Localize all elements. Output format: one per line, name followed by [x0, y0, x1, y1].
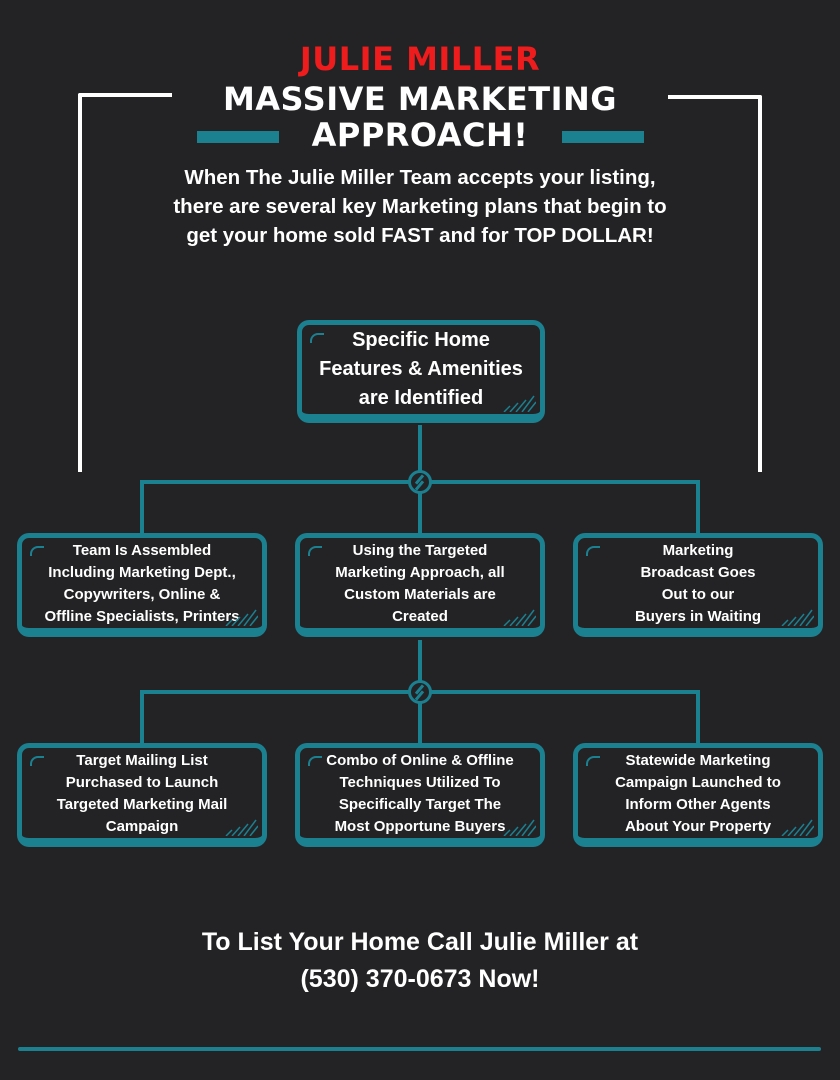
circle-slash-node-icon — [408, 470, 432, 494]
box-text-line: Target Mailing List — [76, 752, 208, 769]
right-frame-bracket — [668, 95, 762, 472]
box-text-line: Team Is Assembled — [72, 542, 212, 559]
box-text-line: Combo of Online & Offline — [326, 752, 514, 769]
box-text-line: are Identified — [358, 387, 484, 409]
box-text-line: Campaign — [105, 818, 179, 835]
left-frame-bracket — [78, 93, 172, 472]
corner-accent-icon — [310, 333, 324, 343]
box-text-line: Marketing Approach, all — [335, 564, 505, 581]
level3-box-techniques: Combo of Online & Offline Techniques Uti… — [295, 743, 545, 847]
box-text-line: Most Opportune Buyers — [334, 818, 506, 835]
connector-level3-right-drop — [696, 690, 700, 746]
box-text-line: Out to our — [661, 586, 735, 603]
corner-accent-icon — [308, 546, 322, 556]
call-to-action: To List Your Home Call Julie Miller at (… — [0, 924, 840, 998]
hatch-lines-icon — [503, 609, 536, 626]
box-text-line: Targeted Marketing Mail — [56, 796, 228, 813]
box-text-line: Buyers in Waiting — [634, 608, 762, 625]
box-text-line: Inform Other Agents — [625, 796, 771, 813]
intro-line: When The Julie Miller Team accepts your … — [184, 166, 656, 189]
box-text-line: Offline Specialists, Printers — [44, 608, 240, 625]
intro-paragraph: When The Julie Miller Team accepts your … — [0, 163, 840, 250]
box-text-line: Broadcast Goes — [640, 564, 756, 581]
title-dash-left — [197, 131, 279, 143]
corner-accent-icon — [586, 546, 600, 556]
box-text-line: Techniques Utilized To — [339, 774, 501, 791]
box-text-line: Including Marketing Dept., — [48, 564, 236, 581]
hatch-lines-icon — [225, 819, 258, 836]
box-text-line: Custom Materials are — [344, 586, 496, 603]
agent-name-heading: JULIE MILLER — [299, 40, 541, 78]
box-text-line: Statewide Marketing — [625, 752, 771, 769]
corner-accent-icon — [308, 756, 322, 766]
circle-slash-node-icon — [408, 680, 432, 704]
connector-level2-right-drop — [696, 480, 700, 537]
title-dash-right — [562, 131, 644, 143]
box-text-line: Campaign Launched to — [615, 774, 781, 791]
title-line-1: MASSIVE MARKETING — [222, 80, 618, 118]
title-line-2: APPROACH! — [311, 116, 529, 154]
box-text-line: Purchased to Launch — [65, 774, 219, 791]
cta-phone-line: (530) 370-0673 Now! — [300, 965, 540, 993]
box-text-line: Using the Targeted — [352, 542, 488, 559]
root-node-box: Specific Home Features & Amenities are I… — [297, 320, 545, 423]
box-text-line: Marketing — [662, 542, 734, 559]
level3-box-mailing: Target Mailing List Purchased to Launch … — [17, 743, 267, 847]
intro-line: get your home sold FAST and for TOP DOLL… — [186, 224, 654, 247]
hatch-lines-icon — [503, 819, 536, 836]
box-text-line: Created — [392, 608, 448, 625]
hatch-lines-icon — [781, 609, 814, 626]
box-text-line: Features & Amenities — [319, 358, 523, 380]
hatch-lines-icon — [503, 395, 536, 412]
level2-box-broadcast: Marketing Broadcast Goes Out to our Buye… — [573, 533, 823, 637]
box-text-line: About Your Property — [624, 818, 772, 835]
hatch-lines-icon — [781, 819, 814, 836]
intro-line: there are several key Marketing plans th… — [173, 195, 667, 218]
box-text-line: Specifically Target The — [338, 796, 502, 813]
corner-accent-icon — [586, 756, 600, 766]
corner-accent-icon — [30, 546, 44, 556]
level2-box-materials: Using the Targeted Marketing Approach, a… — [295, 533, 545, 637]
hatch-lines-icon — [225, 609, 258, 626]
footer-divider — [18, 1047, 821, 1051]
level2-box-team: Team Is Assembled Including Marketing De… — [17, 533, 267, 637]
connector-level2-left-drop — [140, 480, 144, 537]
box-text-line: Specific Home — [352, 329, 490, 351]
corner-accent-icon — [30, 756, 44, 766]
connector-level3-left-drop — [140, 690, 144, 746]
box-text-line: Copywriters, Online & — [63, 586, 221, 603]
cta-line-1: To List Your Home Call Julie Miller at — [201, 928, 639, 956]
level3-box-statewide: Statewide Marketing Campaign Launched to… — [573, 743, 823, 847]
